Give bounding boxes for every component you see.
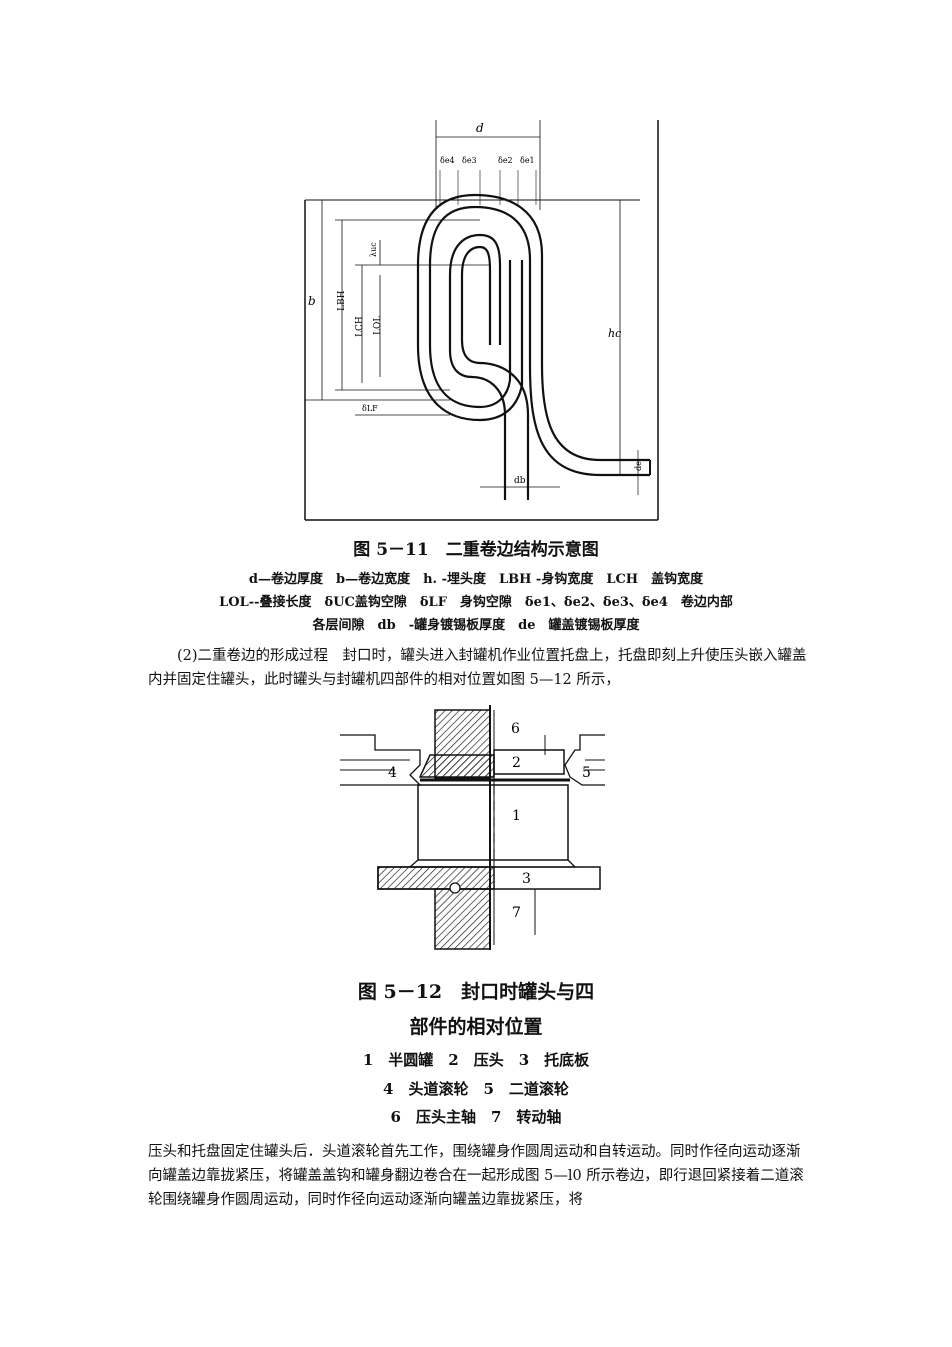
- part-label-4: 4: [388, 765, 397, 781]
- paragraph-1-text: (2)二重卷边的形成过程 封口时，罐头进入封罐机作业位置托盘上，托盘即刻上升使压…: [148, 648, 807, 688]
- label-delta-lf: δLF: [362, 404, 378, 413]
- label-hc: hc: [608, 327, 621, 340]
- label-uc: λuc: [369, 242, 378, 257]
- label-delta-e1: δe4: [440, 156, 455, 165]
- label-lol: LOL: [373, 316, 383, 335]
- label-db: db: [514, 476, 526, 486]
- label-lch: LCH: [355, 316, 365, 337]
- figure-5-11-legend-3: 各层间隙 db -罐身镀锡板厚度 de 罐盖镀锡板厚度: [312, 618, 640, 633]
- part-label-7: 7: [512, 905, 521, 921]
- figure-5-11-legend-2: LOL--叠接长度 δUC盖钩空隙 δLF 身钩空隙 δe1、δe2、δe3、δ…: [219, 595, 733, 610]
- figure-5-12-legend-2: 4 头道滚轮 5 二道滚轮: [383, 1080, 569, 1098]
- label-delta-e2: δe3: [462, 156, 477, 165]
- figure-5-12-caption-1: 图 5－12 封口时罐头与四: [357, 981, 595, 1003]
- part-label-2: 2: [512, 755, 521, 771]
- part-label-1: 1: [512, 808, 521, 824]
- part-label-6: 6: [511, 721, 520, 737]
- label-b: b: [308, 294, 316, 308]
- label-delta-e4: δe1: [520, 156, 535, 165]
- paragraph-2-text: 压头和托盘固定住罐头后．头道滚轮首先工作，围绕罐身作圆周运动和自转运动。同时作径…: [148, 1144, 804, 1208]
- figure-5-12-caption-2: 部件的相对位置: [409, 1016, 543, 1038]
- double-seam-diagram: d δe4 δe3 δe2 δe1 b LBH LCH LOL λuc δLF …: [304, 120, 659, 521]
- paragraph-seam-formation: (2)二重卷边的形成过程 封口时，罐头进入封罐机作业位置托盘上，托盘即刻上升使压…: [148, 644, 808, 692]
- paragraph-roller-operation: 压头和托盘固定住罐头后．头道滚轮首先工作，围绕罐身作圆周运动和自转运动。同时作径…: [148, 1140, 808, 1212]
- figure-5-11-caption: 图 5－11 二重卷边结构示意图: [353, 540, 599, 560]
- figure-5-12-legend-3: 6 压头主轴 7 转动轴: [390, 1108, 562, 1126]
- label-lbh: LBH: [337, 290, 347, 311]
- label-d: d: [476, 121, 484, 135]
- label-delta-e3: δe2: [498, 156, 513, 165]
- figure-5-11-legend-1: d—卷边厚度 b—卷边宽度 h. -埋头度 LBH -身钩宽度 LCH 盖钩宽度: [248, 572, 704, 587]
- figure-5-12-legend-1: 1 半圆罐 2 压头 3 托底板: [362, 1051, 590, 1069]
- label-de: de: [634, 461, 643, 471]
- part-label-3: 3: [522, 871, 531, 887]
- part-label-5: 5: [582, 765, 591, 781]
- seaming-parts-diagram: 6 2 4 5 1 3 7: [340, 705, 605, 950]
